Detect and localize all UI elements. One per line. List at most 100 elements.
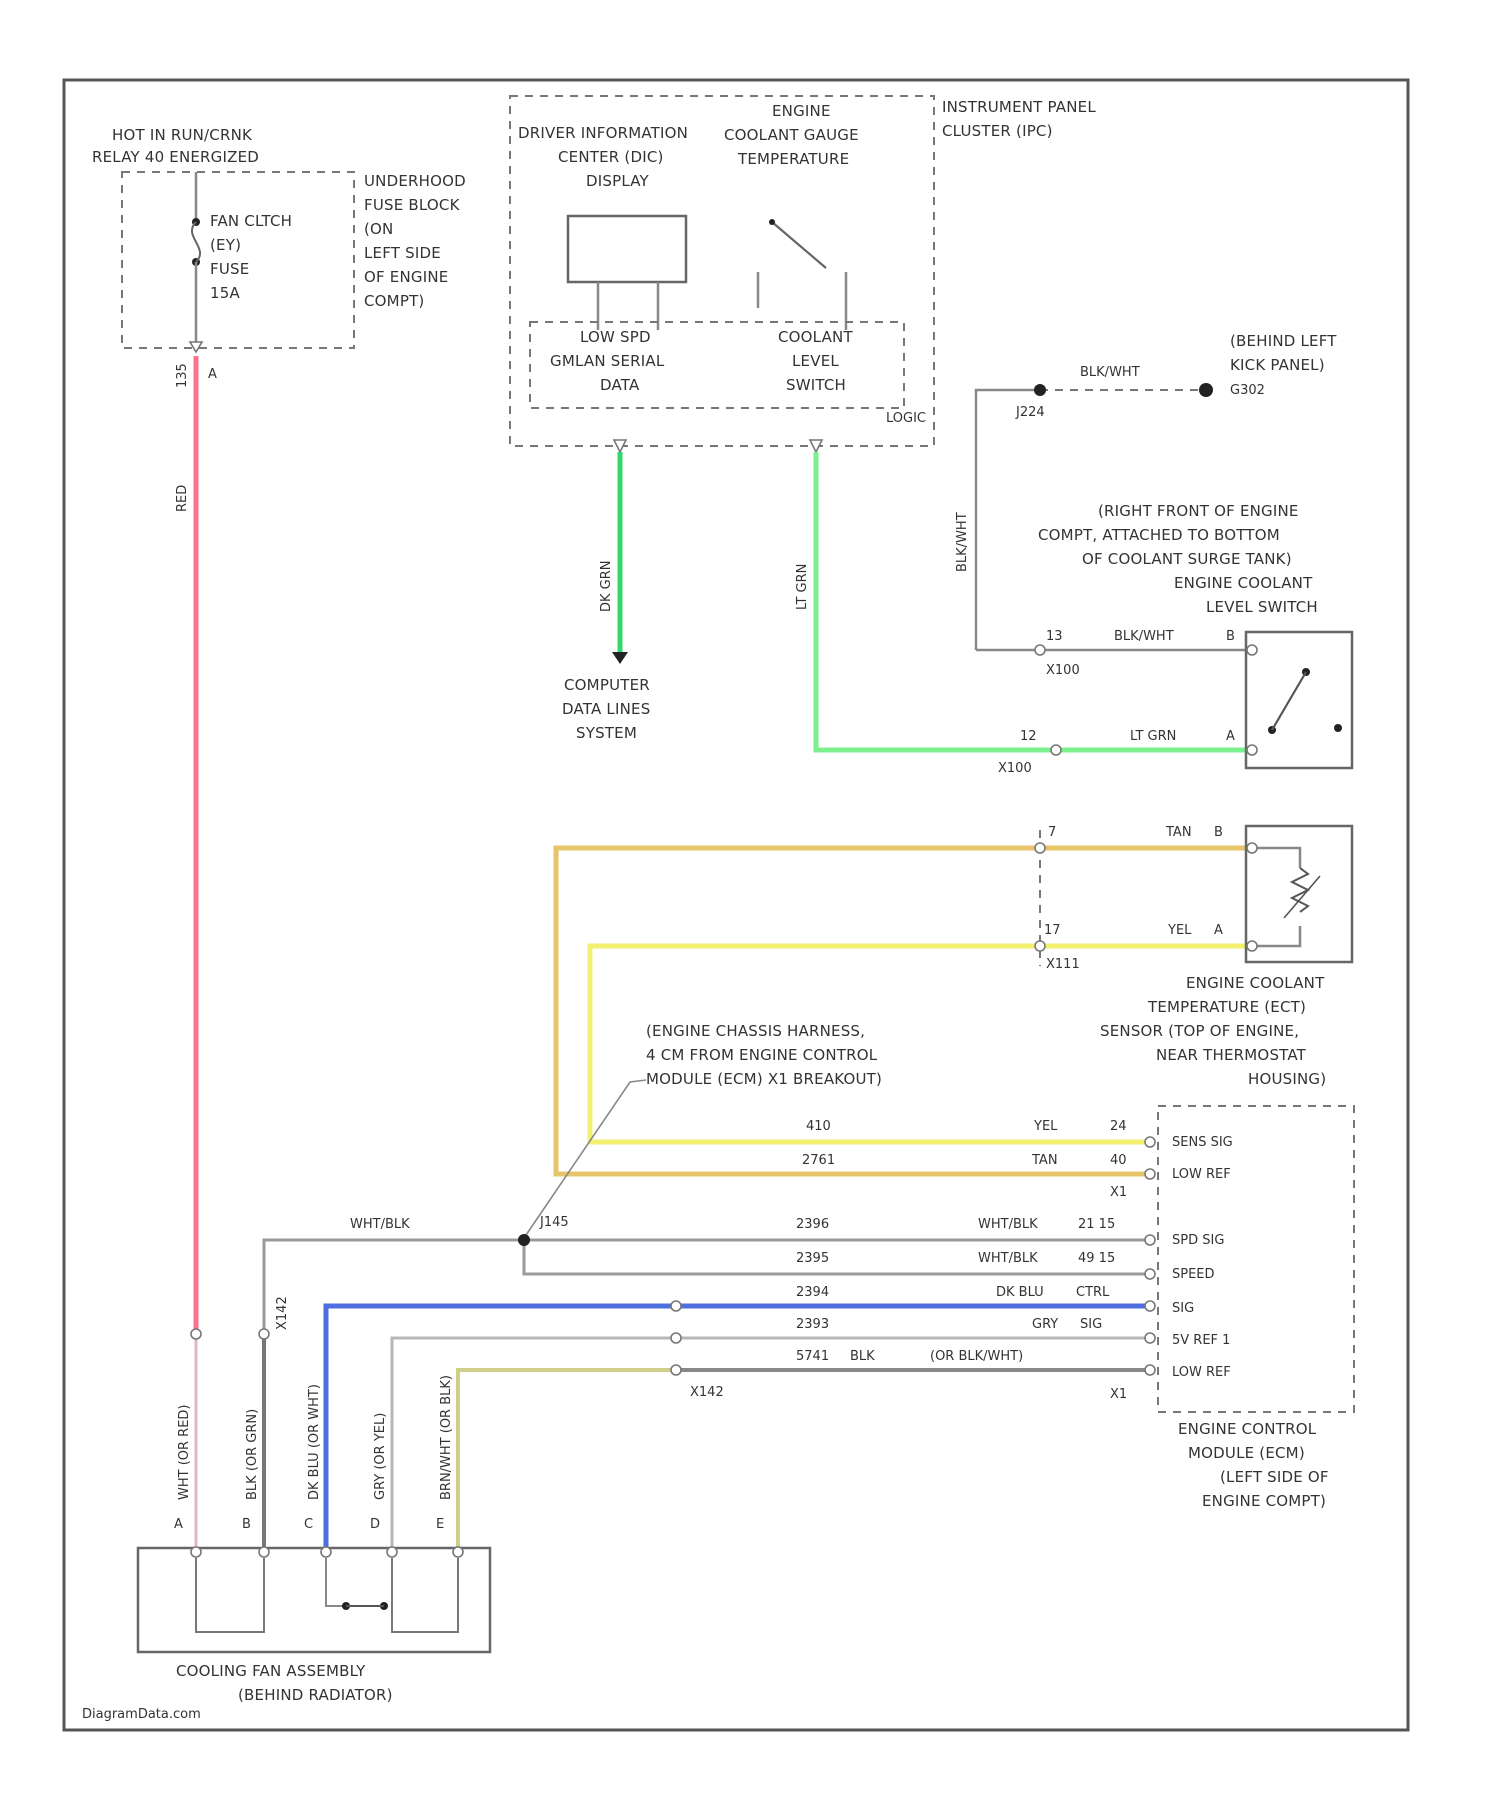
ect-a-term: A [1214, 923, 1223, 938]
ect-name-4: NEAR THERMOSTAT [1156, 1046, 1307, 1064]
lt-grn-switch-wire [816, 452, 1248, 750]
ecm-row-signal: LOW REF [1172, 1167, 1231, 1182]
olive-wire [458, 1370, 676, 1550]
ecm-row-signal: SIG [1172, 1301, 1194, 1316]
ecm-row-signal: SENS SIG [1172, 1135, 1233, 1150]
ground-loc-1: (BEHIND LEFT [1230, 332, 1337, 350]
wht-blk-wire-to-fan [264, 1240, 524, 1330]
ecm-row-ckt: 5741 [796, 1349, 829, 1364]
cls-conn-bottom: X100 [998, 761, 1032, 776]
ground-wire-label: BLK/WHT [1080, 365, 1140, 380]
ect-name-1: ENGINE COOLANT [1186, 974, 1325, 992]
fuse-label-4: 15A [210, 284, 240, 302]
wht-blk-speed-wire [524, 1240, 1150, 1274]
ecm-row-wire: TAN [1031, 1153, 1058, 1168]
ecm-name-3: (LEFT SIDE OF [1220, 1468, 1329, 1486]
logic-label: LOGIC [886, 411, 926, 426]
ecm-row-wire: WHT/BLK [978, 1217, 1038, 1232]
ecm-row-signal: 5V REF 1 [1172, 1333, 1230, 1348]
dic-label-2: CENTER (DIC) [558, 148, 664, 166]
fuse-block-name-2: FUSE BLOCK [364, 196, 461, 214]
computer-data-label-3: SYSTEM [576, 724, 637, 742]
data-line-arrow-icon [612, 652, 628, 664]
ect-b-pin: 7 [1048, 825, 1056, 840]
ecm-row-signal: SPEED [1172, 1267, 1215, 1282]
coolant-level-switch: (RIGHT FRONT OF ENGINE COMPT, ATTACHED T… [976, 502, 1352, 776]
harness-note-2: 4 CM FROM ENGINE CONTROL [646, 1046, 878, 1064]
computer-data-label-2: DATA LINES [562, 700, 650, 718]
fuse-block-name-5: OF ENGINE [364, 268, 448, 286]
cls-b-term: B [1226, 629, 1235, 644]
ecm-row-wire: WHT/BLK [978, 1251, 1038, 1266]
cls-name-3: OF COOLANT SURGE TANK) [1082, 550, 1292, 568]
cls-switch-icon [1272, 672, 1306, 730]
dic-display-box [568, 216, 686, 282]
ecm-row-wire: YEL [1033, 1119, 1058, 1134]
splice-j224 [1034, 384, 1046, 396]
tan-wire [556, 848, 1250, 1174]
blk-wht-vertical-label: BLK/WHT [955, 512, 970, 572]
ecm-row-signal: SPD SIG [1172, 1233, 1224, 1248]
fan-assembly-body [138, 1548, 490, 1652]
fan-assembly-name-2: (BEHIND RADIATOR) [238, 1686, 393, 1704]
lt-grn-wire-label: LT GRN [795, 564, 810, 610]
splice-j145-label: J145 [539, 1215, 569, 1230]
fan-pin-label: A [174, 1517, 183, 1532]
fan-wire-label: WHT (OR RED) [177, 1404, 192, 1500]
gmlan-label-3: DATA [600, 376, 640, 394]
ground-g302 [1199, 383, 1213, 397]
ecm-x1-bottom: X1 [1110, 1387, 1127, 1402]
ecm-row-pin: 40 [1110, 1153, 1127, 1168]
cls-conn-top: X100 [1046, 663, 1080, 678]
switch-label-2: LEVEL [792, 352, 839, 370]
ipc-name-2: CLUSTER (IPC) [942, 122, 1053, 140]
fan-assembly-name-1: COOLING FAN ASSEMBLY [176, 1662, 366, 1680]
gauge-label-1: ENGINE [772, 102, 831, 120]
ecm-row-signal: LOW REF [1172, 1365, 1231, 1380]
ecm-row-pin: CTRL [1076, 1285, 1110, 1300]
ground-loc-2: KICK PANEL) [1230, 356, 1325, 374]
fan-wire-label: GRY (OR YEL) [373, 1413, 388, 1500]
cls-name-5: LEVEL SWITCH [1206, 598, 1318, 616]
fan-motor-2-icon [392, 1558, 458, 1632]
red-wire-label: RED [175, 485, 190, 512]
ecm-name-4: ENGINE COMPT) [1202, 1492, 1326, 1510]
x142-label-vertical: X142 [275, 1296, 290, 1330]
ecm-row-wire: DK BLU [996, 1285, 1044, 1300]
gmlan-label-1: LOW SPD [580, 328, 651, 346]
cls-name-1: (RIGHT FRONT OF ENGINE [1098, 502, 1299, 520]
cls-a-pin: 12 [1020, 729, 1037, 744]
ect-conn: X111 [1046, 957, 1080, 972]
dic-label-1: DRIVER INFORMATION [518, 124, 688, 142]
ecm-row-pin: 49 15 [1078, 1251, 1115, 1266]
fan-wire-label: DK BLU (OR WHT) [307, 1384, 322, 1500]
fuse-label-3: FUSE [210, 260, 249, 278]
ecm-row-wire: BLK [850, 1349, 875, 1364]
cls-a-term: A [1226, 729, 1235, 744]
splice-j145 [518, 1234, 530, 1246]
fan-pin-label: C [304, 1517, 313, 1532]
watermark: DiagramData.com [82, 1707, 201, 1722]
instrument-panel-cluster: INSTRUMENT PANEL CLUSTER (IPC) DRIVER IN… [510, 96, 1096, 452]
ecm-row-ckt: 410 [806, 1119, 831, 1134]
engine-control-module: X1 X1 ENGINE CONTROL MODULE (ECM) (LEFT … [1110, 1106, 1354, 1510]
ect-name-2: TEMPERATURE (ECT) [1147, 998, 1306, 1016]
ecm-row-pin: 24 [1110, 1119, 1127, 1134]
gauge-needle-icon [772, 222, 826, 268]
ecm-rows: 410 YEL 24 SENS SIG 2761 TAN 40 LOW REF … [796, 1119, 1233, 1380]
fuse-block-name-4: LEFT SIDE [364, 244, 441, 262]
gmlan-label-2: GMLAN SERIAL [550, 352, 665, 370]
switch-label-3: SWITCH [786, 376, 846, 394]
gauge-label-3: TEMPERATURE [737, 150, 849, 168]
fuse-block-name-3: (ON [364, 220, 393, 238]
ecm-name-1: ENGINE CONTROL [1178, 1420, 1317, 1438]
wht-blk-label: WHT/BLK [350, 1217, 410, 1232]
fuse-element-icon [192, 222, 200, 262]
fuse-ckt-label: 135 [175, 363, 190, 388]
ecm-row-pin: (OR BLK/WHT) [930, 1349, 1023, 1364]
fuse-source-line-2: RELAY 40 ENERGIZED [92, 148, 259, 166]
ecm-name-2: MODULE (ECM) [1188, 1444, 1305, 1462]
fan-wire-label: BRN/WHT (OR BLK) [439, 1375, 454, 1500]
ecm-row-ckt: 2396 [796, 1217, 829, 1232]
